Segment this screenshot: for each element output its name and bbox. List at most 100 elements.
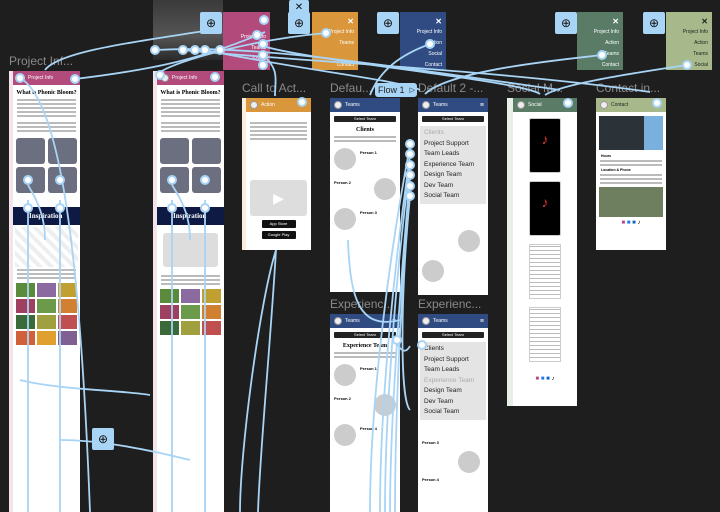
menu-item[interactable]: Teams [251, 45, 266, 51]
instagram-post[interactable] [529, 244, 561, 299]
menu-overlay-olive: ✕ Project Info Action Teams Social [666, 12, 712, 70]
tile-icon[interactable] [48, 138, 77, 164]
dropdown-option[interactable]: Design Team [424, 171, 462, 178]
menu-overlay-green: ✕ Project Info Action Teams Contact [577, 12, 623, 70]
facebook-icon[interactable]: ■ [626, 220, 631, 226]
tiktok-icon[interactable]: ♪ [637, 220, 641, 226]
tiktok-post[interactable]: ♪ [529, 118, 561, 173]
menu-item[interactable]: Action [605, 40, 619, 46]
dropdown-option[interactable]: Social Team [424, 192, 460, 199]
menu-item[interactable]: Contact [336, 62, 354, 68]
frame-label[interactable]: Project Inf... [9, 54, 74, 68]
menu-item[interactable]: Teams [604, 51, 619, 57]
frame-project-info-1[interactable]: Project Info ≡ What is Phonic Bloom? Insp… [9, 71, 80, 512]
dropdown-option[interactable]: Clients [424, 129, 444, 136]
linkedin-icon[interactable]: ■ [632, 220, 636, 226]
menu-item[interactable]: Action [694, 40, 708, 46]
header-title: Action [261, 102, 275, 108]
menu-item[interactable]: Action [428, 40, 442, 46]
tile-icon[interactable] [16, 138, 45, 164]
play-flow-icon[interactable]: ▷ [409, 87, 415, 94]
video-placeholder[interactable] [163, 233, 218, 267]
header-title: Teams [433, 102, 448, 108]
menu-item[interactable]: Teams [693, 51, 708, 57]
logo-icon [161, 74, 169, 82]
section-title: What is Phonic Bloom? [16, 90, 77, 96]
close-icon[interactable]: ✕ [435, 17, 442, 26]
frame-label[interactable]: Experienc... [330, 297, 394, 311]
linkedin-icon[interactable]: ■ [546, 376, 550, 382]
tile-icon[interactable] [48, 167, 77, 193]
overlay-interaction-icon[interactable]: ⊕ [643, 12, 665, 34]
overlay-interaction-icon[interactable]: ⊕ [288, 12, 310, 34]
menu-item[interactable]: Teams [339, 40, 354, 46]
header-title: Teams [345, 318, 360, 324]
frame-label[interactable]: Experienc... [418, 297, 482, 311]
select-team-dropdown[interactable]: Select Team [334, 332, 396, 338]
video-placeholder[interactable]: ▶ [250, 180, 307, 216]
tiktok-post[interactable]: ♪ [529, 181, 561, 236]
map-image[interactable] [599, 187, 663, 217]
close-icon[interactable]: ✕ [347, 17, 354, 26]
section-title: What is Phonic Bloom? [160, 90, 221, 96]
select-team-dropdown[interactable]: Select Team [422, 116, 484, 122]
menu-item[interactable]: Project Info [593, 29, 619, 35]
tiktok-icon[interactable]: ♪ [551, 376, 555, 382]
dropdown-option[interactable]: Experience Team [424, 160, 475, 168]
close-icon[interactable]: ✕ [612, 17, 619, 26]
menu-icon[interactable]: ≡ [71, 74, 76, 82]
instagram-post[interactable] [529, 307, 561, 362]
dropdown-option[interactable]: Project Support [424, 139, 469, 147]
menu-item[interactable]: Project Info [416, 29, 442, 35]
header-title: Project Info [28, 75, 54, 81]
overlay-interaction-icon[interactable]: ⊕ [92, 428, 114, 450]
dropdown-option[interactable]: Experience Team [424, 376, 475, 384]
frame-label[interactable]: Social M... [507, 81, 564, 95]
dropdown-option[interactable]: Dev Team [424, 181, 454, 189]
instagram-icon[interactable]: ■ [621, 220, 626, 226]
menu-item[interactable]: Social [428, 51, 442, 57]
frame-label[interactable]: Contact in... [596, 81, 661, 95]
header-title: Project Info [172, 75, 198, 81]
dropdown-option[interactable]: Clients [424, 345, 444, 352]
close-overlay-icon[interactable]: ✕ [289, 0, 309, 14]
frame-contact-info[interactable]: Contact Hours Location & Phone ■ ■ ■ ♪ [596, 98, 666, 250]
overlay-interaction-icon[interactable]: ⊕ [377, 12, 399, 34]
overlay-interaction-icon[interactable]: ⊕ [555, 12, 577, 34]
menu-item[interactable]: Social [694, 62, 708, 68]
facebook-icon[interactable]: ■ [540, 376, 545, 382]
overlay-interaction-icon[interactable]: ⊕ [200, 12, 222, 34]
frame-call-to-action[interactable]: Action ▶ App Store Google Play [242, 98, 311, 250]
dropdown-option[interactable]: Project Support [424, 355, 469, 363]
dropdown-option[interactable]: Team Leads [424, 150, 460, 157]
menu-item[interactable]: Project Info [240, 34, 266, 40]
select-team-dropdown[interactable]: Select Team [334, 116, 396, 122]
menu-item[interactable]: Project Info [328, 29, 354, 35]
instagram-icon[interactable]: ■ [535, 376, 540, 382]
frame-teams-default[interactable]: Teams Select Team Clients Person 1 Perso… [330, 98, 400, 292]
inspiration-banner: Inspiration [13, 207, 80, 225]
frame-label[interactable]: Defau... [330, 81, 373, 95]
team-title: Experience Team [342, 343, 388, 349]
dropdown-option[interactable]: Social Team [424, 408, 460, 415]
menu-item[interactable]: Contact [601, 62, 619, 68]
team-title: Clients [356, 127, 374, 133]
frame-social-media[interactable]: Social ♪ ♪ ■ ■ ■ ♪ [507, 98, 577, 406]
menu-item[interactable]: Contact [424, 62, 442, 68]
frame-project-info-2[interactable]: Project Info What is Phonic Bloom? Inspi… [153, 71, 224, 512]
menu-item[interactable]: Social [252, 56, 266, 62]
dropdown-option[interactable]: Team Leads [424, 366, 460, 373]
google-play-button[interactable]: Google Play [261, 231, 296, 239]
dropdown-option[interactable]: Dev Team [424, 397, 454, 405]
menu-item[interactable]: Project Info [682, 29, 708, 35]
frame-experience-team[interactable]: Teams≡ Select Team Experience Team Perso… [330, 314, 400, 512]
tile-icon[interactable] [16, 167, 45, 193]
close-icon[interactable]: ✕ [701, 17, 708, 26]
logo-icon [17, 74, 25, 82]
frame-label[interactable]: Call to Act... [242, 81, 307, 95]
frame-label[interactable]: Default 2 -... [418, 81, 484, 95]
select-team-dropdown[interactable]: Select Team [422, 332, 484, 338]
app-store-button[interactable]: App Store [261, 220, 296, 228]
flow-starting-point[interactable]: Flow 1▷ [375, 83, 417, 97]
dropdown-option[interactable]: Design Team [424, 387, 462, 394]
